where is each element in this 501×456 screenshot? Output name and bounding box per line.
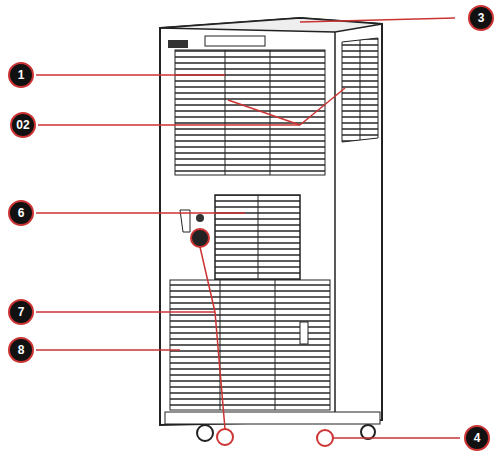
callout-number: 1 — [18, 69, 25, 81]
callout-circle: 02 — [10, 112, 36, 138]
callout-number: 6 — [18, 207, 25, 219]
callout-circle: 1 — [8, 62, 34, 88]
callout-circle: 6 — [8, 200, 34, 226]
callout-number: 3 — [478, 12, 485, 24]
callout-circle: 7 — [8, 299, 34, 325]
callout-circle: 8 — [8, 337, 34, 363]
callout-number: 4 — [474, 432, 481, 444]
callout-circle: 4 — [464, 425, 490, 451]
callout-circle: 3 — [468, 5, 494, 31]
callout-number: 8 — [18, 344, 25, 356]
callout-number: 02 — [16, 119, 29, 131]
callout-number: 7 — [18, 306, 25, 318]
